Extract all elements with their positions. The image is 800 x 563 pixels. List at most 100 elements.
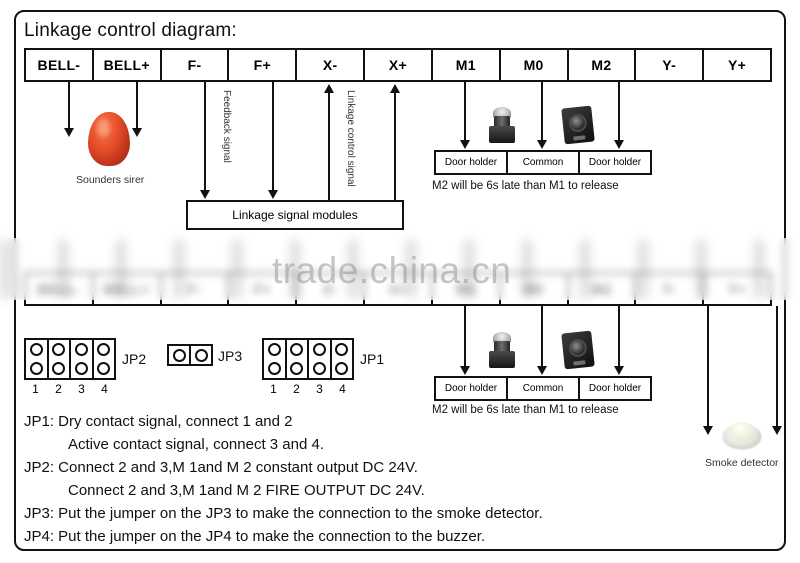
pin-icon (29, 343, 43, 356)
jp3-pin-col-1[interactable] (169, 346, 191, 364)
jumper-block-jp2[interactable] (24, 338, 116, 380)
connector-f-minus (204, 82, 206, 192)
connector-bell-minus (68, 82, 70, 130)
jumper-block-jp1[interactable] (262, 338, 354, 380)
terminal-m2-2: M2 (569, 274, 637, 304)
page-title: Linkage control diagram: (24, 20, 237, 41)
arrow-m0-top (537, 140, 547, 149)
jp2-label: JP2 (122, 351, 147, 367)
terminal-f-minus: F- (162, 50, 230, 80)
jp2-pin-col-3[interactable] (71, 340, 94, 378)
terminal-x-minus: X- (297, 50, 366, 80)
sounder-siren-image (88, 112, 130, 166)
terminal-m2: M2 (569, 50, 637, 80)
jp2-pin-number-2: 2 (55, 382, 62, 396)
arrow-m1-bottom (460, 366, 470, 375)
terminal-bell-plus: BELL+ (94, 50, 162, 80)
terminal-bell-minus: BELL- (26, 50, 94, 80)
pin-icon (52, 343, 66, 356)
linkage-signal-modules-box: Linkage signal modules (186, 200, 404, 230)
connector-m0-bottom (541, 306, 543, 368)
arrow-f-minus (200, 190, 210, 199)
terminal-y-minus-2: Y- (636, 274, 705, 304)
pin-icon (312, 362, 326, 375)
door-holder-device-b-bottom (561, 330, 595, 370)
feedback-signal-label: Feedback signal (221, 90, 232, 163)
door-holder-cell-right-top: Door holder (588, 157, 642, 168)
pin-icon (194, 348, 208, 362)
jp1-pin-number-1: 1 (270, 382, 277, 396)
connector-m1-bottom (464, 306, 466, 368)
terminal-x-minus-2: X- (297, 274, 366, 304)
connector-f-plus (272, 82, 274, 192)
terminal-y-plus: Y+ (727, 57, 747, 73)
door-holder-cell-left-bottom: Door holder (436, 378, 508, 399)
door-holder-cell-left-top: Door holder (436, 152, 508, 173)
sounder-siren-caption: Sounders sirer (76, 174, 145, 186)
pin-icon (267, 343, 281, 356)
arrow-m0-bottom (537, 366, 547, 375)
arrow-m2-top (614, 140, 624, 149)
connector-m2-top (618, 82, 620, 142)
connector-y-plus (776, 306, 778, 428)
connector-m1-top (464, 82, 466, 142)
pin-icon (97, 343, 111, 356)
pin-icon (172, 348, 186, 362)
arrow-bell-minus (64, 128, 74, 137)
pin-icon (290, 362, 304, 375)
door-holder-device-b-top (561, 105, 595, 145)
arrow-bell-plus (132, 128, 142, 137)
connector-bell-plus (136, 82, 138, 130)
pin-icon (97, 362, 111, 375)
connector-x-plus (394, 91, 396, 200)
terminal-f-minus-2: F- (162, 274, 230, 304)
note-jp4-line: JP4: Put the jumper on the JP4 to make t… (24, 528, 486, 545)
jp2-pin-number-4: 4 (101, 382, 108, 396)
terminal-m1: M1 (433, 50, 501, 80)
terminal-y-plus-2: Y+ (727, 281, 747, 297)
terminal-strip-top: BELL- BELL+ F- F+ X- X+ M1 M0 M2 Y- Y+ (24, 48, 772, 82)
connector-m0-top (541, 82, 543, 142)
arrow-y-minus (703, 426, 713, 435)
terminal-bell-minus-2: BELL- (26, 274, 94, 304)
terminal-strip-bottom: BELL- BELL+ F- F+ X- X+ M1 M0 M2 Y- Y+ (24, 272, 772, 306)
jp1-pin-col-2[interactable] (287, 340, 309, 378)
door-holder-strip-bottom: Door holder Common Door holder (434, 376, 652, 401)
jp1-pin-number-4: 4 (339, 382, 346, 396)
jp1-pin-number-2: 2 (293, 382, 300, 396)
pin-icon (52, 362, 66, 375)
jp1-pin-numbers: 1 2 3 4 (262, 382, 354, 396)
arrow-m2-bottom (614, 366, 624, 375)
note-jp1-line1: JP1: Dry contact signal, connect 1 and 2 (24, 413, 293, 430)
jumper-block-jp3[interactable] (167, 344, 213, 366)
jp1-pin-col-3[interactable] (309, 340, 332, 378)
pin-icon (74, 343, 88, 356)
terminal-bell-plus-2: BELL+ (94, 274, 162, 304)
common-cell-top: Common (508, 152, 580, 173)
smoke-detector-image (723, 420, 761, 450)
terminal-m0-2: M0 (501, 274, 569, 304)
terminal-x-plus: X+ (365, 50, 433, 80)
pin-icon (74, 362, 88, 375)
arrow-f-plus (268, 190, 278, 199)
jp2-pin-col-1[interactable] (26, 340, 49, 378)
jp1-pin-number-3: 3 (316, 382, 323, 396)
arrow-y-plus (772, 426, 782, 435)
pin-icon (267, 362, 281, 375)
terminal-y-minus: Y- (636, 50, 705, 80)
jp2-pin-col-4[interactable] (94, 340, 115, 378)
jp1-pin-col-4[interactable] (332, 340, 353, 378)
connector-m2-bottom (618, 306, 620, 368)
jp2-pin-col-2[interactable] (49, 340, 71, 378)
pin-icon (335, 362, 349, 375)
arrow-m1-top (460, 140, 470, 149)
pin-icon (290, 343, 304, 356)
terminal-f-plus: F+ (229, 50, 298, 80)
jp3-pin-col-2[interactable] (191, 346, 211, 364)
smoke-detector-caption: Smoke detector (705, 457, 779, 469)
note-jp2-line2: Connect 2 and 3,M 1and M 2 FIRE OUTPUT D… (68, 482, 425, 499)
jp1-pin-col-1[interactable] (264, 340, 287, 378)
pin-icon (335, 343, 349, 356)
connector-x-minus (328, 91, 330, 200)
